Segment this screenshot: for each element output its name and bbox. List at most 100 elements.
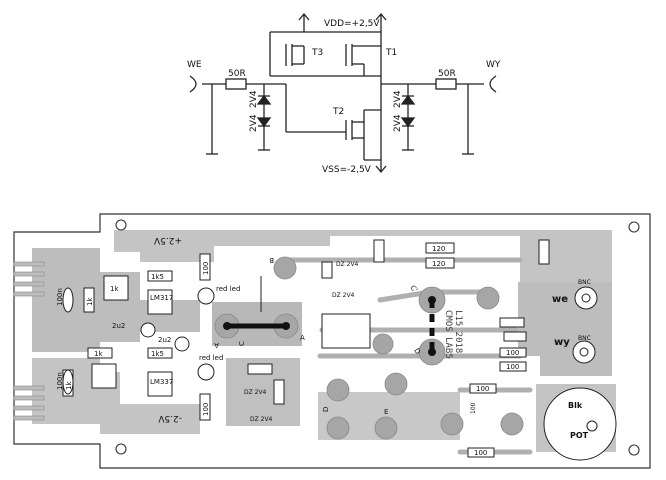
lm317-body <box>147 289 173 315</box>
r-in-label: 50R <box>228 69 246 79</box>
edge-finger <box>13 281 45 287</box>
bnc-top-pin <box>581 293 591 303</box>
resistor-small-b <box>503 331 527 342</box>
jumper-end <box>428 296 436 304</box>
resistor-1k-left-top <box>83 287 95 313</box>
copper-dz-area <box>226 358 300 426</box>
mounting-hole <box>115 219 127 231</box>
resistor-top-mid <box>373 239 385 263</box>
zener-label-d: 2V4 <box>393 114 403 132</box>
lm337-label: LM337 <box>150 378 173 386</box>
vss-arrow <box>375 165 387 174</box>
cap-2u2-top <box>140 322 156 338</box>
jumper-end <box>282 322 290 330</box>
cap-2u2-bottom <box>174 336 190 352</box>
pcb <box>13 213 651 469</box>
pad-d-bottom <box>384 372 408 396</box>
pot-name-label: POT <box>570 431 589 440</box>
dz-bottom-a-body <box>247 363 273 375</box>
led-top <box>197 287 215 305</box>
pad-e-right <box>374 416 398 440</box>
zener-label-b: 2V4 <box>249 114 259 132</box>
zener-in-top <box>256 94 272 105</box>
port-we-label: we <box>552 294 568 305</box>
dz-top-b-label: DZ 2V4 <box>332 292 355 299</box>
r-1k-left-top-label: 1k <box>86 297 94 306</box>
pad-a2-label: A <box>300 334 305 342</box>
cap-100n-top-label: 100n <box>56 288 64 306</box>
jumper-end <box>223 322 231 330</box>
r-100-c-label: 100 <box>506 349 519 357</box>
pad-b <box>273 256 297 280</box>
r-100-bottom-label: 100 <box>202 403 210 416</box>
r-100-f-label: 100 <box>474 449 487 457</box>
resistor-1k-bottom <box>87 347 113 359</box>
bnc-top-label: BNC <box>578 279 591 286</box>
pot-value-label: Blk <box>568 401 583 410</box>
dz-top-body <box>321 261 333 279</box>
edge-finger <box>13 395 45 401</box>
r-1k5-bottom-label: 1k5 <box>151 350 164 358</box>
r-1k-left-bottom-label: 1k <box>65 381 73 390</box>
jumper-end <box>428 348 436 356</box>
pad-a1-label: A <box>214 341 219 349</box>
pad-c-label: C <box>238 341 246 346</box>
edge-finger <box>13 385 45 391</box>
we-label: WE <box>187 60 202 70</box>
pad-large-a <box>440 412 464 436</box>
ic-socket <box>321 313 371 349</box>
edge-finger <box>13 291 45 297</box>
pot-shaft <box>586 420 598 432</box>
edge-finger <box>13 271 45 277</box>
resistor-100-bottom <box>199 393 211 421</box>
zener-out-top <box>400 94 416 105</box>
resistor-1k5-top <box>147 270 173 282</box>
vdd-arrow-right <box>375 12 387 21</box>
edge-finger <box>13 261 45 267</box>
r-1k-top-label: 1k <box>110 285 119 293</box>
wy-connector <box>489 75 497 93</box>
r-100-g-label: 100 <box>470 402 477 414</box>
r-in-body <box>225 78 247 90</box>
r-100-top-label: 100 <box>202 262 210 275</box>
resistor-100-top <box>199 253 211 281</box>
pad-b-label: B <box>269 256 274 264</box>
pad-d2-label: D <box>322 407 330 412</box>
cap-100n-bottom <box>62 369 74 395</box>
lm317-label: LM317 <box>150 294 173 302</box>
mounting-hole <box>628 444 640 456</box>
reg-adj-bottom <box>91 363 117 389</box>
zener-label-c: 2V4 <box>393 90 403 108</box>
cap-2u2-bottom-label: 2u2 <box>158 336 171 344</box>
pot-body <box>543 387 617 461</box>
r-100-d-label: 100 <box>506 363 519 371</box>
pad-c2-label: C' <box>409 284 420 295</box>
led-top-label: red led <box>216 285 240 293</box>
mounting-hole <box>628 221 640 233</box>
bnc-bottom-label: BNC <box>578 335 591 342</box>
pad-d-top <box>372 333 394 355</box>
cap-100n-top <box>62 287 74 313</box>
pad-a-bottom <box>326 378 350 402</box>
copper-pad-area <box>318 392 460 440</box>
pad-large-b <box>500 412 524 436</box>
r-120-b-label: 120 <box>432 260 445 268</box>
resistor-120-a <box>425 242 455 254</box>
vdd-arrow-left <box>298 12 310 21</box>
r-120-a-label: 120 <box>432 245 445 253</box>
resistor-small-a <box>499 317 525 328</box>
dz-bottom-a-label: DZ 2V4 <box>244 389 267 396</box>
wy-label: WY <box>486 60 501 70</box>
resistor-100-e <box>469 383 497 394</box>
dz-top-a-label: DZ 2V4 <box>336 261 359 268</box>
pad-e-label: E <box>384 408 388 416</box>
r-1k-bottom-label: 1k <box>94 350 103 358</box>
t2-label: T2 <box>332 107 344 117</box>
resistor-100-f <box>467 447 495 458</box>
mirror-text-1: L15 2018 <box>453 310 463 353</box>
vdd-label: VDD=+2,5V <box>324 19 380 29</box>
r-out-body <box>435 78 457 90</box>
resistor-120-b <box>425 257 455 269</box>
plus-supply-label: +2.5V <box>153 235 182 245</box>
resistor-100-c <box>499 347 527 358</box>
